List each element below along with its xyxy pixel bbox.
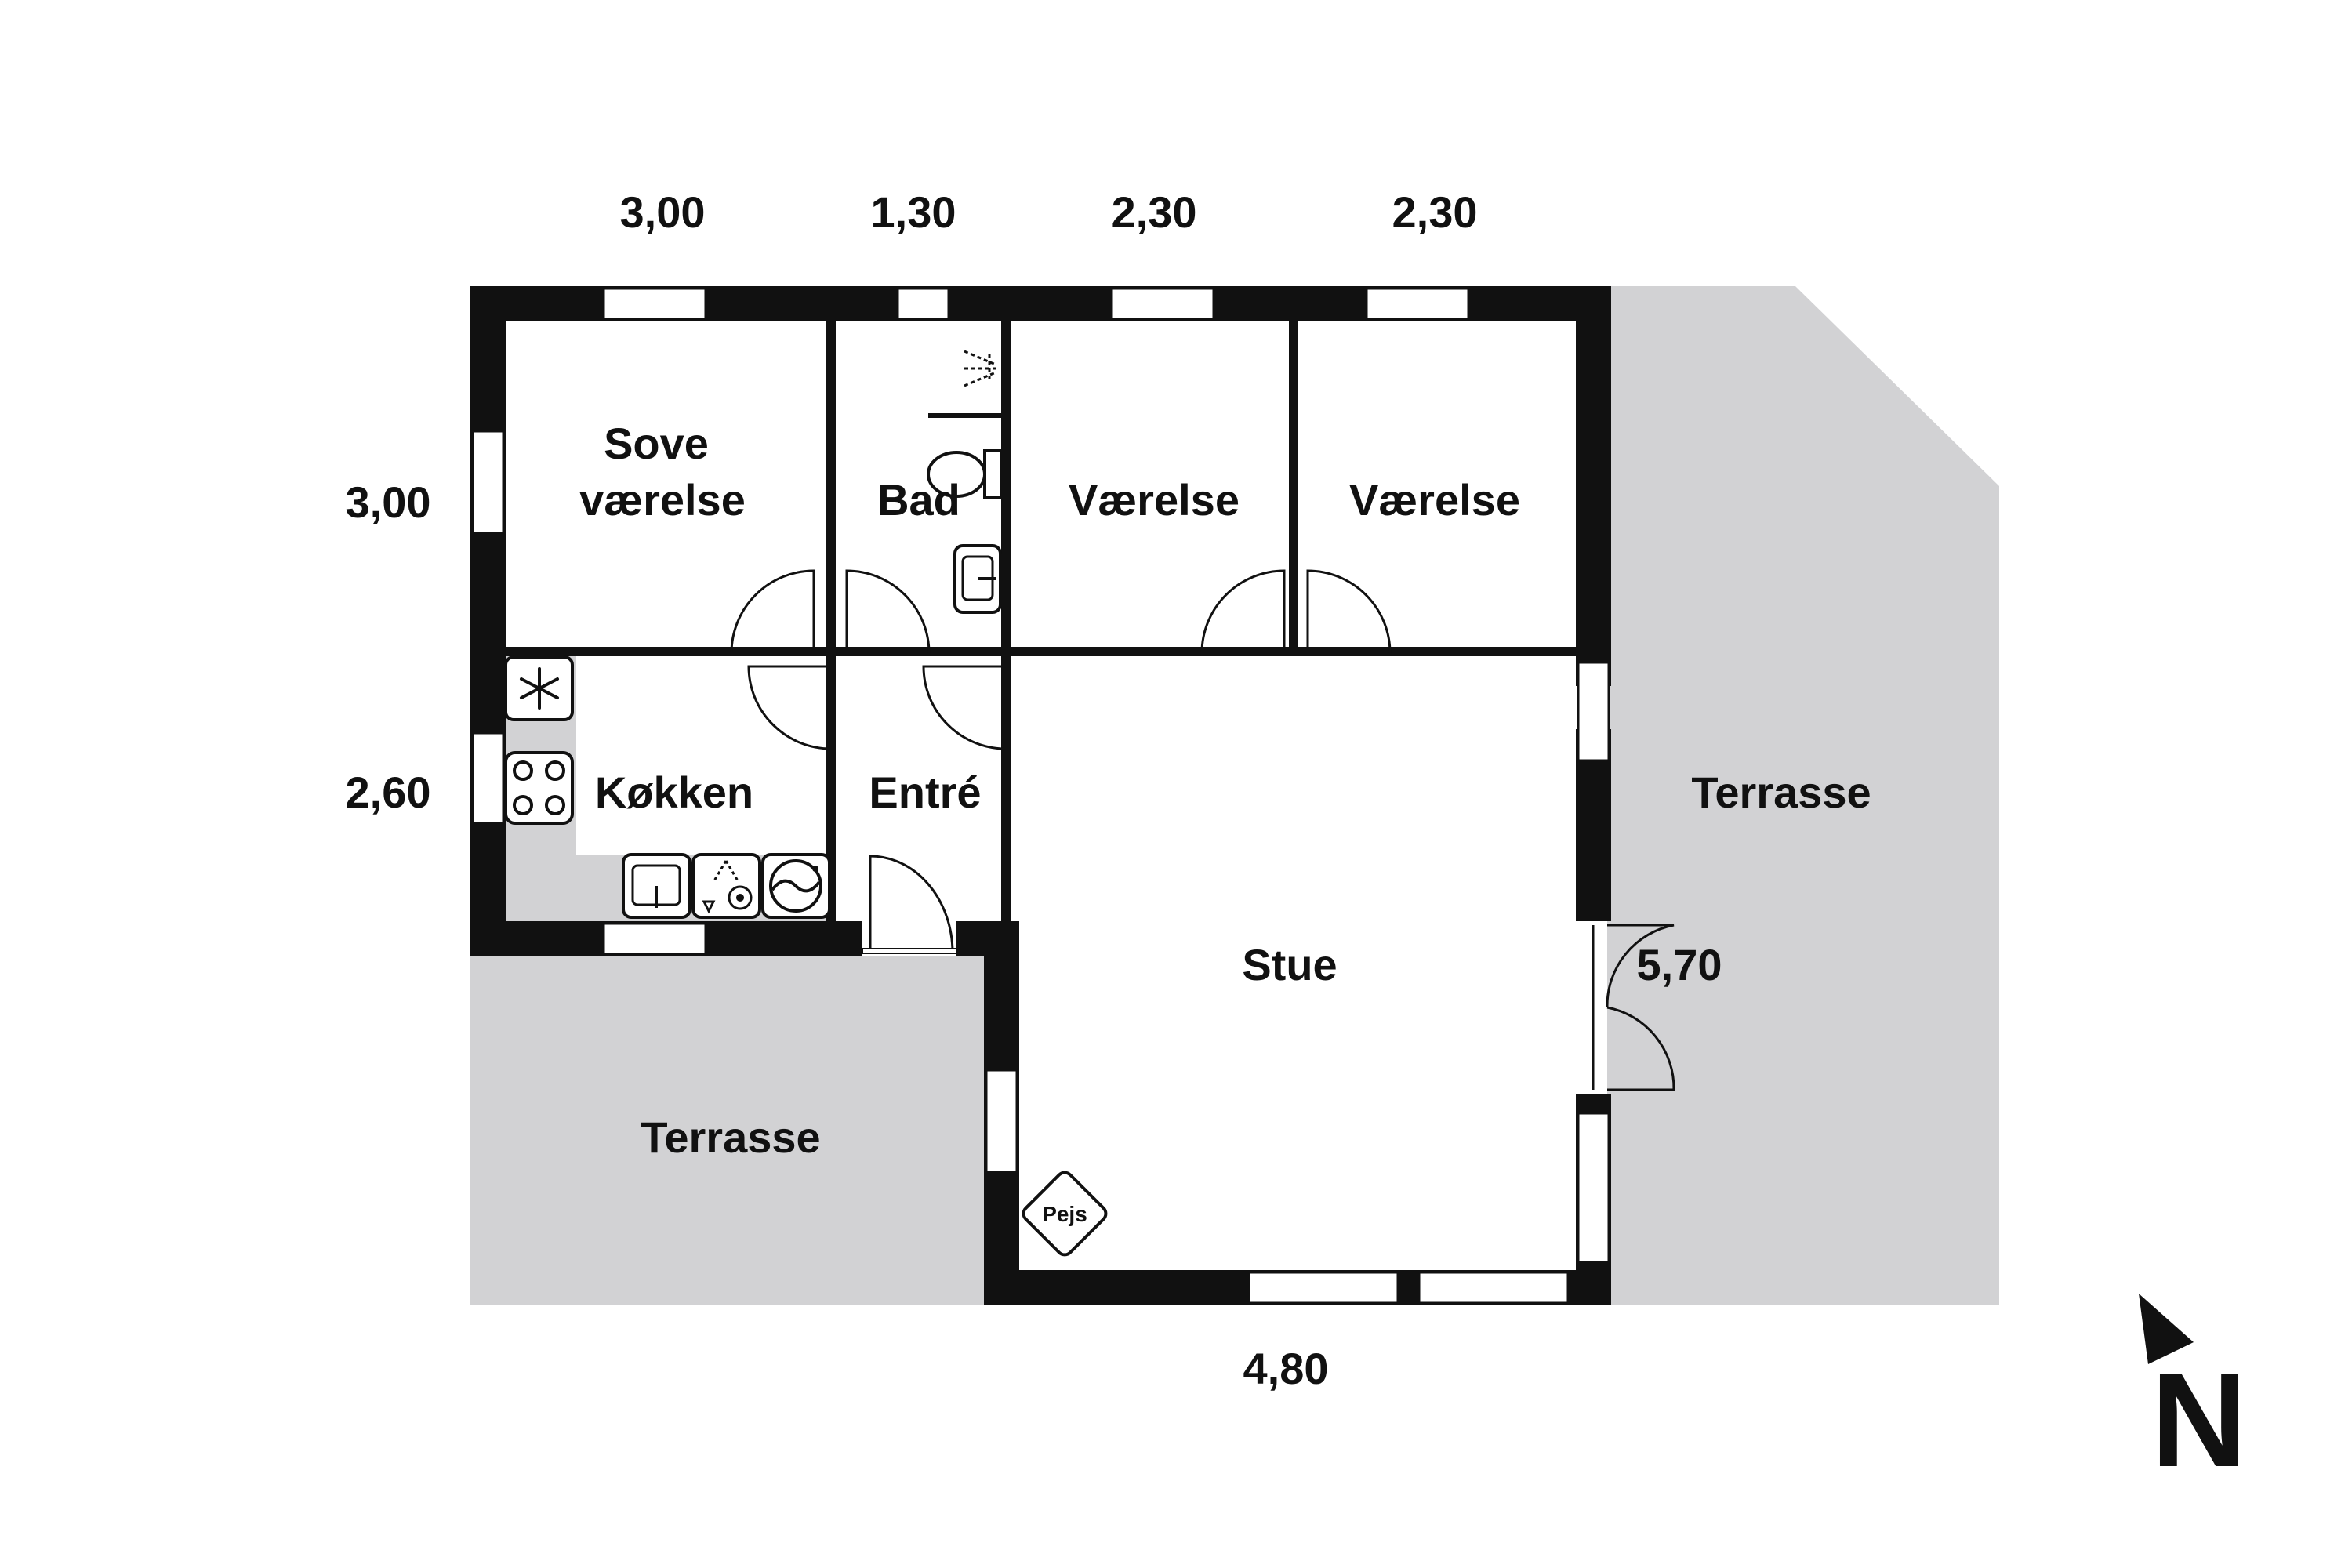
door-bad	[845, 569, 931, 654]
terrace-south-area	[470, 956, 984, 1305]
door-front	[869, 855, 954, 954]
fireplace-icon	[1022, 1171, 1108, 1257]
room-label-terrasse-south: Terrasse	[641, 1112, 820, 1162]
door-terrace-lower	[1606, 1006, 1675, 1091]
room-label-vaerelse-sub: værelse	[579, 475, 746, 524]
fireplace-label: Pejs	[1042, 1202, 1087, 1226]
room-label-bad: Bad	[877, 475, 960, 524]
door-vaerelse-1	[1200, 569, 1286, 655]
dimension-bottom: 4,80	[1243, 1344, 1329, 1393]
dimension-top-3: 2,30	[1112, 187, 1197, 237]
door-koekken	[747, 665, 833, 750]
north-arrow-icon	[2139, 1294, 2194, 1364]
dimension-left-upper: 3,00	[346, 477, 431, 527]
dimension-left-lower: 2,60	[346, 768, 431, 817]
shower-icon	[964, 350, 996, 387]
dimension-right: 5,70	[1637, 940, 1722, 989]
door-vaerelse-2	[1306, 569, 1392, 654]
room-label-stue: Stue	[1242, 940, 1337, 989]
bathroom-sink-icon	[953, 544, 1002, 614]
room-label-vaerelse-2: Værelse	[1349, 475, 1520, 524]
door-sovevaerelse	[730, 569, 815, 655]
terrace-east-area	[1607, 286, 1999, 1305]
door-terrace	[1606, 924, 1675, 1008]
room-label-sove: Sove	[604, 419, 709, 468]
room-label-koekken: Køkken	[595, 768, 753, 817]
room-label-terrasse-east: Terrasse	[1691, 768, 1871, 817]
room-label-vaerelse-1: Værelse	[1069, 475, 1240, 524]
washing-machine-icon	[761, 853, 831, 919]
stove-icon	[504, 751, 574, 825]
door-entre-inner	[922, 665, 1007, 750]
compass-label: N	[2151, 1346, 2248, 1495]
windows	[471, 287, 1610, 1305]
freezer-icon	[504, 655, 574, 721]
toilet-icon	[927, 449, 1004, 499]
room-label-entre: Entré	[869, 768, 981, 817]
doors	[730, 569, 1675, 1091]
dishwasher-icon	[691, 853, 761, 919]
dimension-top-2: 1,30	[871, 187, 956, 237]
dimension-top-4: 2,30	[1392, 187, 1478, 237]
front-door-threshold	[862, 948, 957, 954]
sink-icon	[622, 853, 691, 919]
dimension-top-1: 3,00	[620, 187, 706, 237]
